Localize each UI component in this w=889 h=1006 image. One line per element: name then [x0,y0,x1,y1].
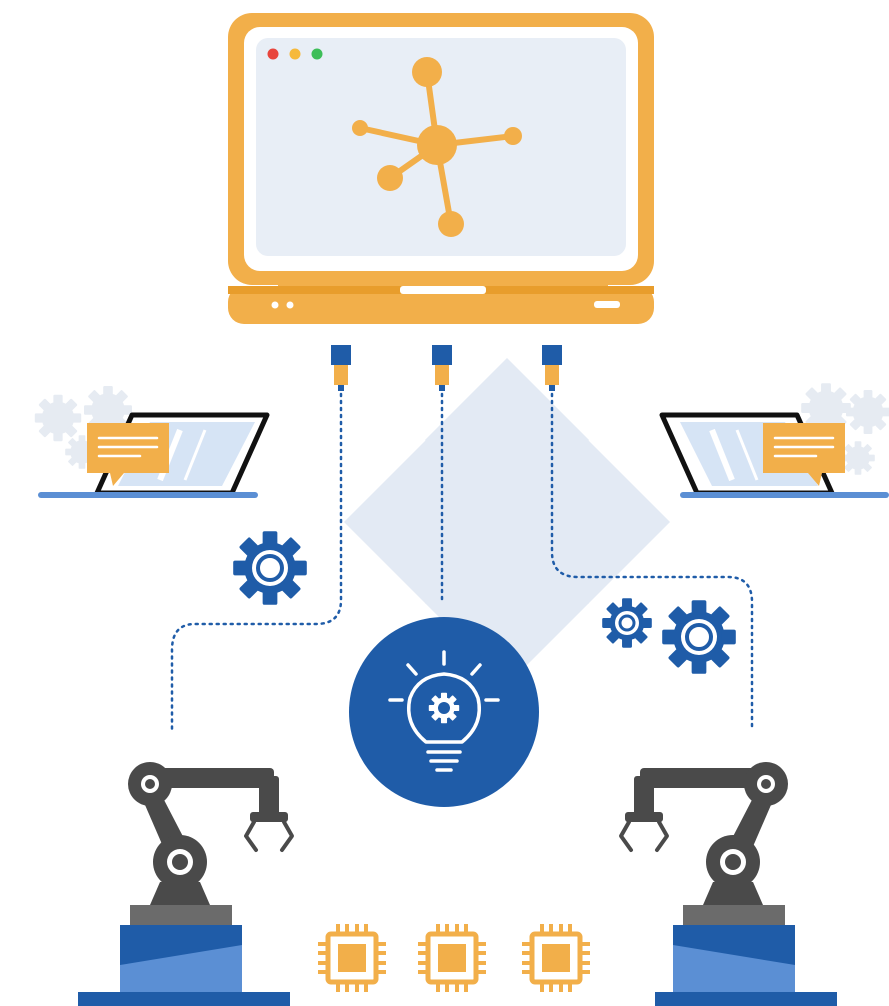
laptop-message-icon-left [34,386,270,498]
window-close-dot [267,48,279,60]
usb-connector-icon [331,345,562,391]
gear-icon-right-small [602,598,652,648]
robotic-arm-icon-left [78,762,294,1006]
gear-icon-right-large [662,600,736,674]
laptop-message-icon-right [659,383,889,498]
gear-icon-left [233,531,307,605]
microchip-icon-2 [418,924,486,992]
dotted-connection-lines [170,392,754,732]
microchip-icon-1 [318,924,386,992]
microchip-icon-3 [522,924,590,992]
network-hub-icon [352,57,522,237]
robotic-arm-icon-right [619,762,837,1006]
window-min-dot [289,48,301,60]
window-max-dot [311,48,323,60]
lightbulb-gear-icon [349,617,539,807]
